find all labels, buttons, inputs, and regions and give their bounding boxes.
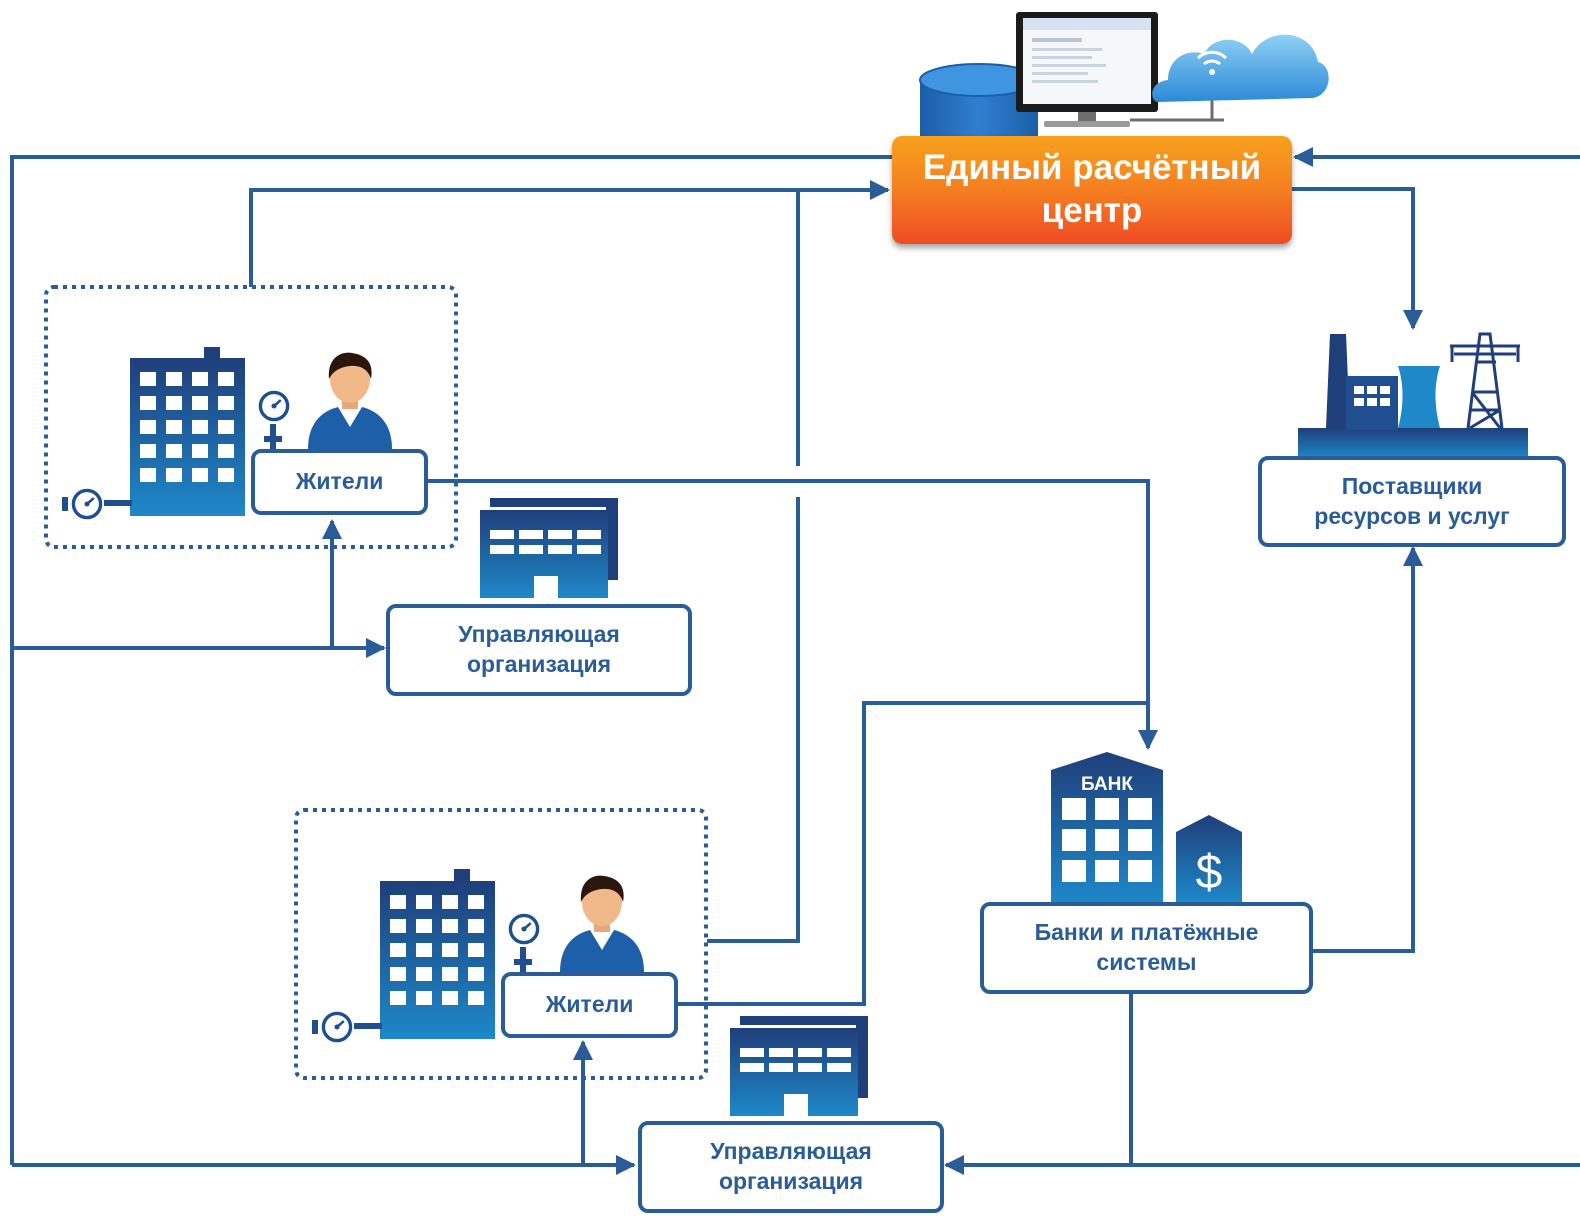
management-label-line2: организация bbox=[718, 1168, 864, 1194]
monitor-icon bbox=[1016, 12, 1158, 127]
management-org-box-top[interactable]: Управляющая организация bbox=[386, 604, 692, 696]
banks-label-line1: Банки и платёжные bbox=[1034, 919, 1259, 946]
management-label-line1: Управляющая bbox=[458, 621, 620, 648]
residents-box-bottom[interactable]: Жители bbox=[501, 972, 678, 1038]
outer-left-loop-line bbox=[10, 155, 892, 1165]
erc-to-suppliers-line bbox=[1292, 187, 1423, 330]
power-plant-icon bbox=[1298, 334, 1528, 458]
power-tower-icon bbox=[1450, 332, 1520, 430]
residents-bottom-to-erc-line-lower bbox=[707, 497, 800, 943]
banks-to-suppliers-line bbox=[1311, 546, 1423, 953]
management-org-box-bottom[interactable]: Управляющая организация bbox=[638, 1121, 944, 1213]
office-building-icon bbox=[728, 1016, 868, 1116]
cloud-icon bbox=[1130, 34, 1329, 122]
unified-settlement-center-box[interactable]: Единый расчётный центр bbox=[892, 136, 1292, 244]
residents-top-to-banks-line bbox=[428, 479, 1158, 750]
resident-person-icon bbox=[308, 352, 392, 449]
residents-top-to-erc-line bbox=[249, 180, 890, 287]
suppliers-label-line1: Поставщики bbox=[1341, 472, 1483, 499]
meter-gauge-icon bbox=[62, 488, 132, 520]
meter-gauge-icon bbox=[312, 1011, 382, 1043]
apartment-building-icon bbox=[130, 347, 245, 516]
banks-box[interactable]: Банки и платёжные системы bbox=[980, 902, 1313, 994]
erc-label-line2: центр bbox=[1041, 191, 1143, 230]
bank-building-icon: БАНК bbox=[1051, 752, 1163, 903]
office-building-icon bbox=[478, 498, 618, 598]
management-label-line2: организация bbox=[466, 651, 612, 677]
residents-box-top[interactable]: Жители bbox=[251, 449, 428, 515]
residents-group-top-frame bbox=[44, 285, 458, 549]
management-label-line1: Управляющая bbox=[710, 1138, 872, 1165]
suppliers-box[interactable]: Поставщики ресурсов и услуг bbox=[1258, 456, 1566, 547]
residents-bottom-to-banks-line bbox=[678, 701, 1148, 1006]
residents-group-bottom-frame bbox=[294, 808, 708, 1080]
meter-gauge-icon bbox=[258, 390, 290, 454]
suppliers-label-line2: ресурсов и услуг bbox=[1314, 502, 1510, 529]
banks-label-line2: системы bbox=[1096, 949, 1197, 975]
dollar-icon: $ bbox=[1176, 815, 1242, 903]
residents-label: Жители bbox=[545, 991, 634, 1018]
erc-label-line1: Единый расчётный bbox=[922, 148, 1262, 188]
database-icon bbox=[919, 63, 1039, 140]
connector-lines bbox=[10, 147, 1580, 1175]
meter-gauge-icon bbox=[508, 913, 540, 977]
bank-sign-text: БАНК bbox=[1081, 774, 1133, 795]
apartment-building-icon bbox=[380, 869, 495, 1039]
residents-label: Жители bbox=[295, 468, 384, 495]
dollar-sign-text: $ bbox=[1196, 846, 1223, 899]
resident-person-icon bbox=[560, 875, 644, 972]
